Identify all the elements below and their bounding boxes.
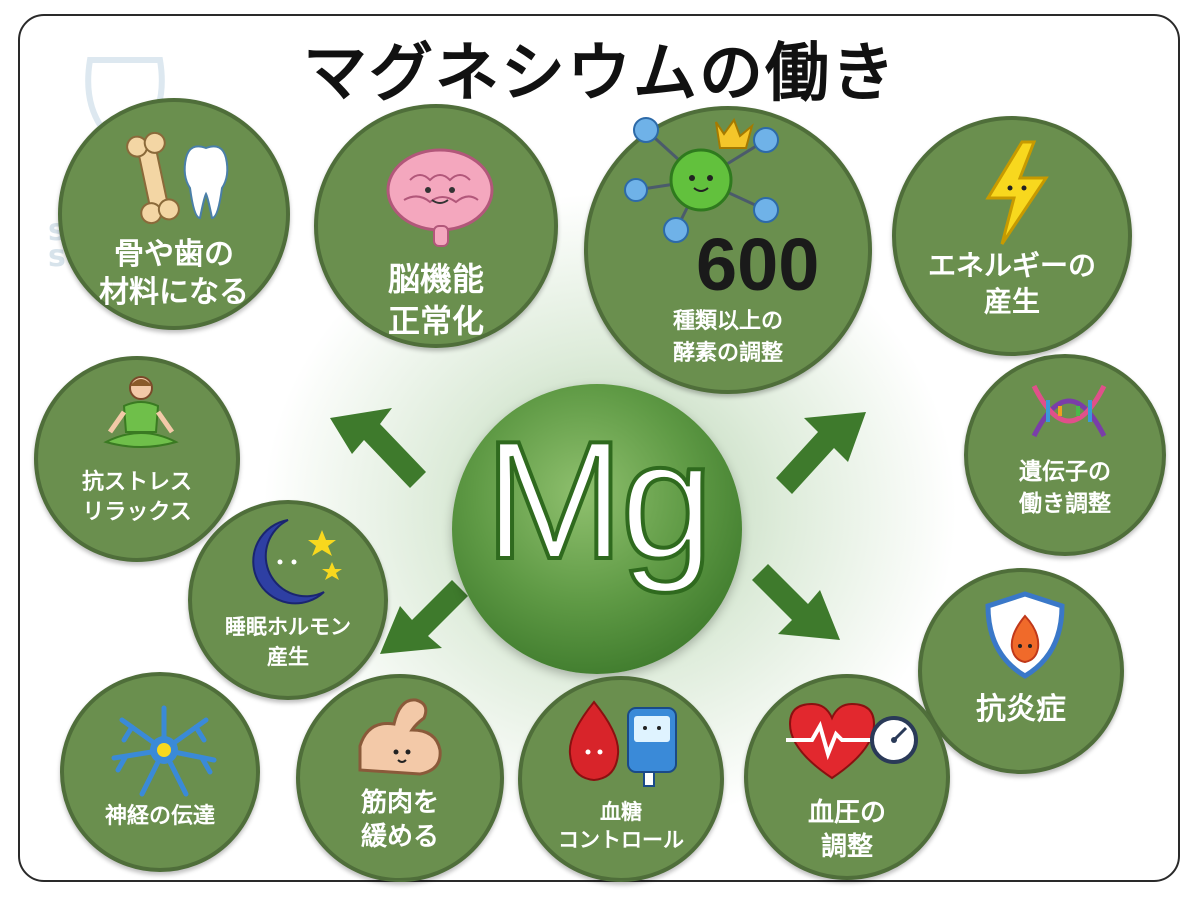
node-gene: 遺伝子の 働き調整 <box>964 354 1166 556</box>
neuron-icon <box>111 705 217 797</box>
shield-fire-icon <box>985 591 1065 679</box>
node-stress-label: 抗ストレス リラックス <box>81 470 192 525</box>
node-sleep-label: 睡眠ホルモン 産生 <box>225 615 351 669</box>
mg-symbol: Mg <box>482 404 715 596</box>
blood-drop-meter-icon <box>568 700 677 787</box>
node-energy: エネルギーの 産生 <box>892 116 1132 356</box>
node-nerve: 神経の伝達 <box>60 672 260 872</box>
node-brain-label: 脳機能 正常化 <box>387 260 484 340</box>
node-muscle: 筋肉を 緩める <box>296 674 504 882</box>
moon-stars-icon <box>252 519 342 605</box>
brain-icon <box>386 148 494 247</box>
arrow-upper-right <box>776 412 866 494</box>
node-blood-pressure-label: 血圧の 調整 <box>807 798 886 862</box>
arrow-upper-left <box>330 408 426 488</box>
heart-gauge-icon <box>786 702 918 780</box>
molecule-crown-icon <box>624 117 779 243</box>
node-blood-sugar: 血糖 コントロール <box>518 676 724 882</box>
node-stress: 抗ストレス リラックス <box>34 356 240 562</box>
arrow-lower-right <box>752 564 840 640</box>
node-bone-teeth: 骨や歯の 材料になる <box>58 98 290 330</box>
bone-tooth-icon <box>126 131 229 225</box>
lightning-icon <box>985 140 1049 245</box>
node-gene-label: 遺伝子の 働き調整 <box>1019 459 1111 517</box>
dna-icon <box>1031 384 1107 438</box>
node-energy-label: エネルギーの 産生 <box>927 249 1096 318</box>
node-nerve-label: 神経の伝達 <box>104 804 215 829</box>
node-enzymes-label: 種類以上の 酵素の調整 <box>672 309 783 366</box>
node-inflammation-label: 抗炎症 <box>976 692 1066 727</box>
node-brain: 脳機能 正常化 <box>314 104 558 348</box>
enzymes-number: 600 <box>696 223 820 306</box>
node-sleep: 睡眠ホルモン 産生 <box>188 500 388 700</box>
arrow-lower-left <box>380 580 468 654</box>
node-enzymes: 600 種類以上の 酵素の調整 <box>584 106 872 394</box>
meditation-icon <box>103 376 179 448</box>
node-blood-sugar-label: 血糖 コントロール <box>558 800 684 852</box>
page-title: マグネシウムの働き <box>303 37 897 111</box>
node-blood-pressure: 血圧の 調整 <box>744 674 950 880</box>
flexed-arm-icon <box>358 698 442 776</box>
node-inflammation: 抗炎症 <box>918 568 1124 774</box>
node-bone-teeth-label: 骨や歯の 材料になる <box>99 237 249 310</box>
node-muscle-label: 筋肉を 緩める <box>360 788 439 852</box>
center-mg-circle: Mg <box>452 384 742 674</box>
